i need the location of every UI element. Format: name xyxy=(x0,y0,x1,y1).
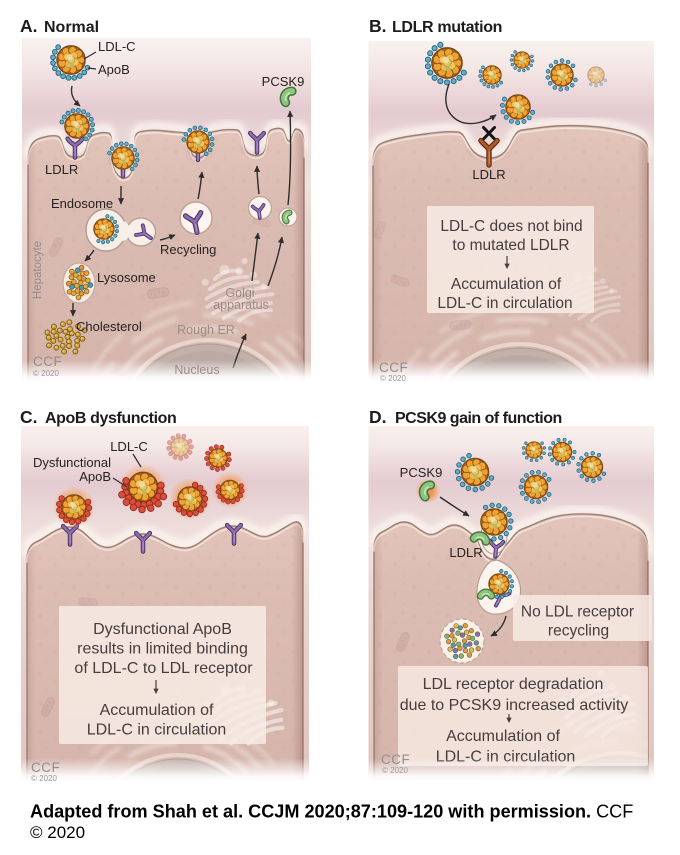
svg-text:LDLR mutation: LDLR mutation xyxy=(392,19,502,36)
svg-text:LDL-C in circulation: LDL-C in circulation xyxy=(87,722,227,739)
svg-text:B.: B. xyxy=(369,16,387,36)
svg-text:LDL-C does not bind: LDL-C does not bind xyxy=(440,218,582,235)
svg-text:LDL receptor degradation: LDL receptor degradation xyxy=(423,676,604,693)
svg-text:Accumulation of: Accumulation of xyxy=(451,276,562,293)
svg-text:© 2020: © 2020 xyxy=(30,823,85,842)
svg-text:LDLR: LDLR xyxy=(449,545,482,560)
svg-text:recycling: recycling xyxy=(548,623,609,640)
svg-text:apparatus: apparatus xyxy=(213,298,269,312)
svg-text:LDL-C: LDL-C xyxy=(110,439,148,454)
svg-text:Recycling: Recycling xyxy=(160,242,216,257)
svg-text:Accumulation of: Accumulation of xyxy=(100,702,214,719)
svg-text:C.: C. xyxy=(20,407,38,427)
svg-text:Golgi: Golgi xyxy=(225,286,254,300)
svg-text:Adapted from Shah et al. CCJM: Adapted from Shah et al. CCJM 2020;87:10… xyxy=(30,802,633,822)
svg-text:LDL-C in circulation: LDL-C in circulation xyxy=(437,295,572,312)
svg-text:CCF: CCF xyxy=(379,360,408,375)
svg-text:LDLR: LDLR xyxy=(45,162,78,177)
svg-text:© 2020: © 2020 xyxy=(31,774,57,783)
svg-text:Nucleus: Nucleus xyxy=(174,363,219,377)
svg-text:Dysfunctional: Dysfunctional xyxy=(33,455,111,470)
svg-text:due to PCSK9 increased activit: due to PCSK9 increased activity xyxy=(400,697,629,714)
svg-text:© 2020: © 2020 xyxy=(380,374,406,383)
svg-text:© 2020: © 2020 xyxy=(382,766,408,775)
svg-text:Normal: Normal xyxy=(44,19,99,36)
svg-text:ApoB dysfunction: ApoB dysfunction xyxy=(45,410,176,427)
svg-text:ApoB: ApoB xyxy=(98,62,130,77)
svg-text:ApoB: ApoB xyxy=(79,469,111,484)
svg-text:Accumulation of: Accumulation of xyxy=(446,728,560,745)
svg-text:Dysfunctional ApoB: Dysfunctional ApoB xyxy=(93,621,232,638)
svg-text:PCSK9: PCSK9 xyxy=(262,74,305,89)
svg-text:of LDL-C to LDL receptor: of LDL-C to LDL receptor xyxy=(74,660,253,677)
svg-text:Endosome: Endosome xyxy=(51,196,113,211)
svg-text:LDLR: LDLR xyxy=(472,167,505,182)
svg-text:Lysosome: Lysosome xyxy=(97,270,156,285)
svg-text:D.: D. xyxy=(369,407,387,427)
svg-text:CCF: CCF xyxy=(381,752,410,767)
svg-text:Cholesterol: Cholesterol xyxy=(76,319,142,334)
svg-text:A.: A. xyxy=(20,16,38,36)
svg-text:CCF: CCF xyxy=(33,354,62,369)
svg-text:No LDL receptor: No LDL receptor xyxy=(521,604,634,621)
svg-text:LDL-C: LDL-C xyxy=(98,39,136,54)
svg-text:PCSK9 gain of function: PCSK9 gain of function xyxy=(395,410,562,427)
svg-text:to mutated LDLR: to mutated LDLR xyxy=(452,237,569,254)
svg-text:Rough ER: Rough ER xyxy=(177,323,235,337)
svg-text:CCF: CCF xyxy=(31,760,60,775)
svg-text:Hepatocyte: Hepatocyte xyxy=(32,241,44,299)
svg-text:results in limited binding: results in limited binding xyxy=(77,641,248,658)
svg-text:PCSK9: PCSK9 xyxy=(400,465,443,480)
svg-text:© 2020: © 2020 xyxy=(33,369,59,378)
